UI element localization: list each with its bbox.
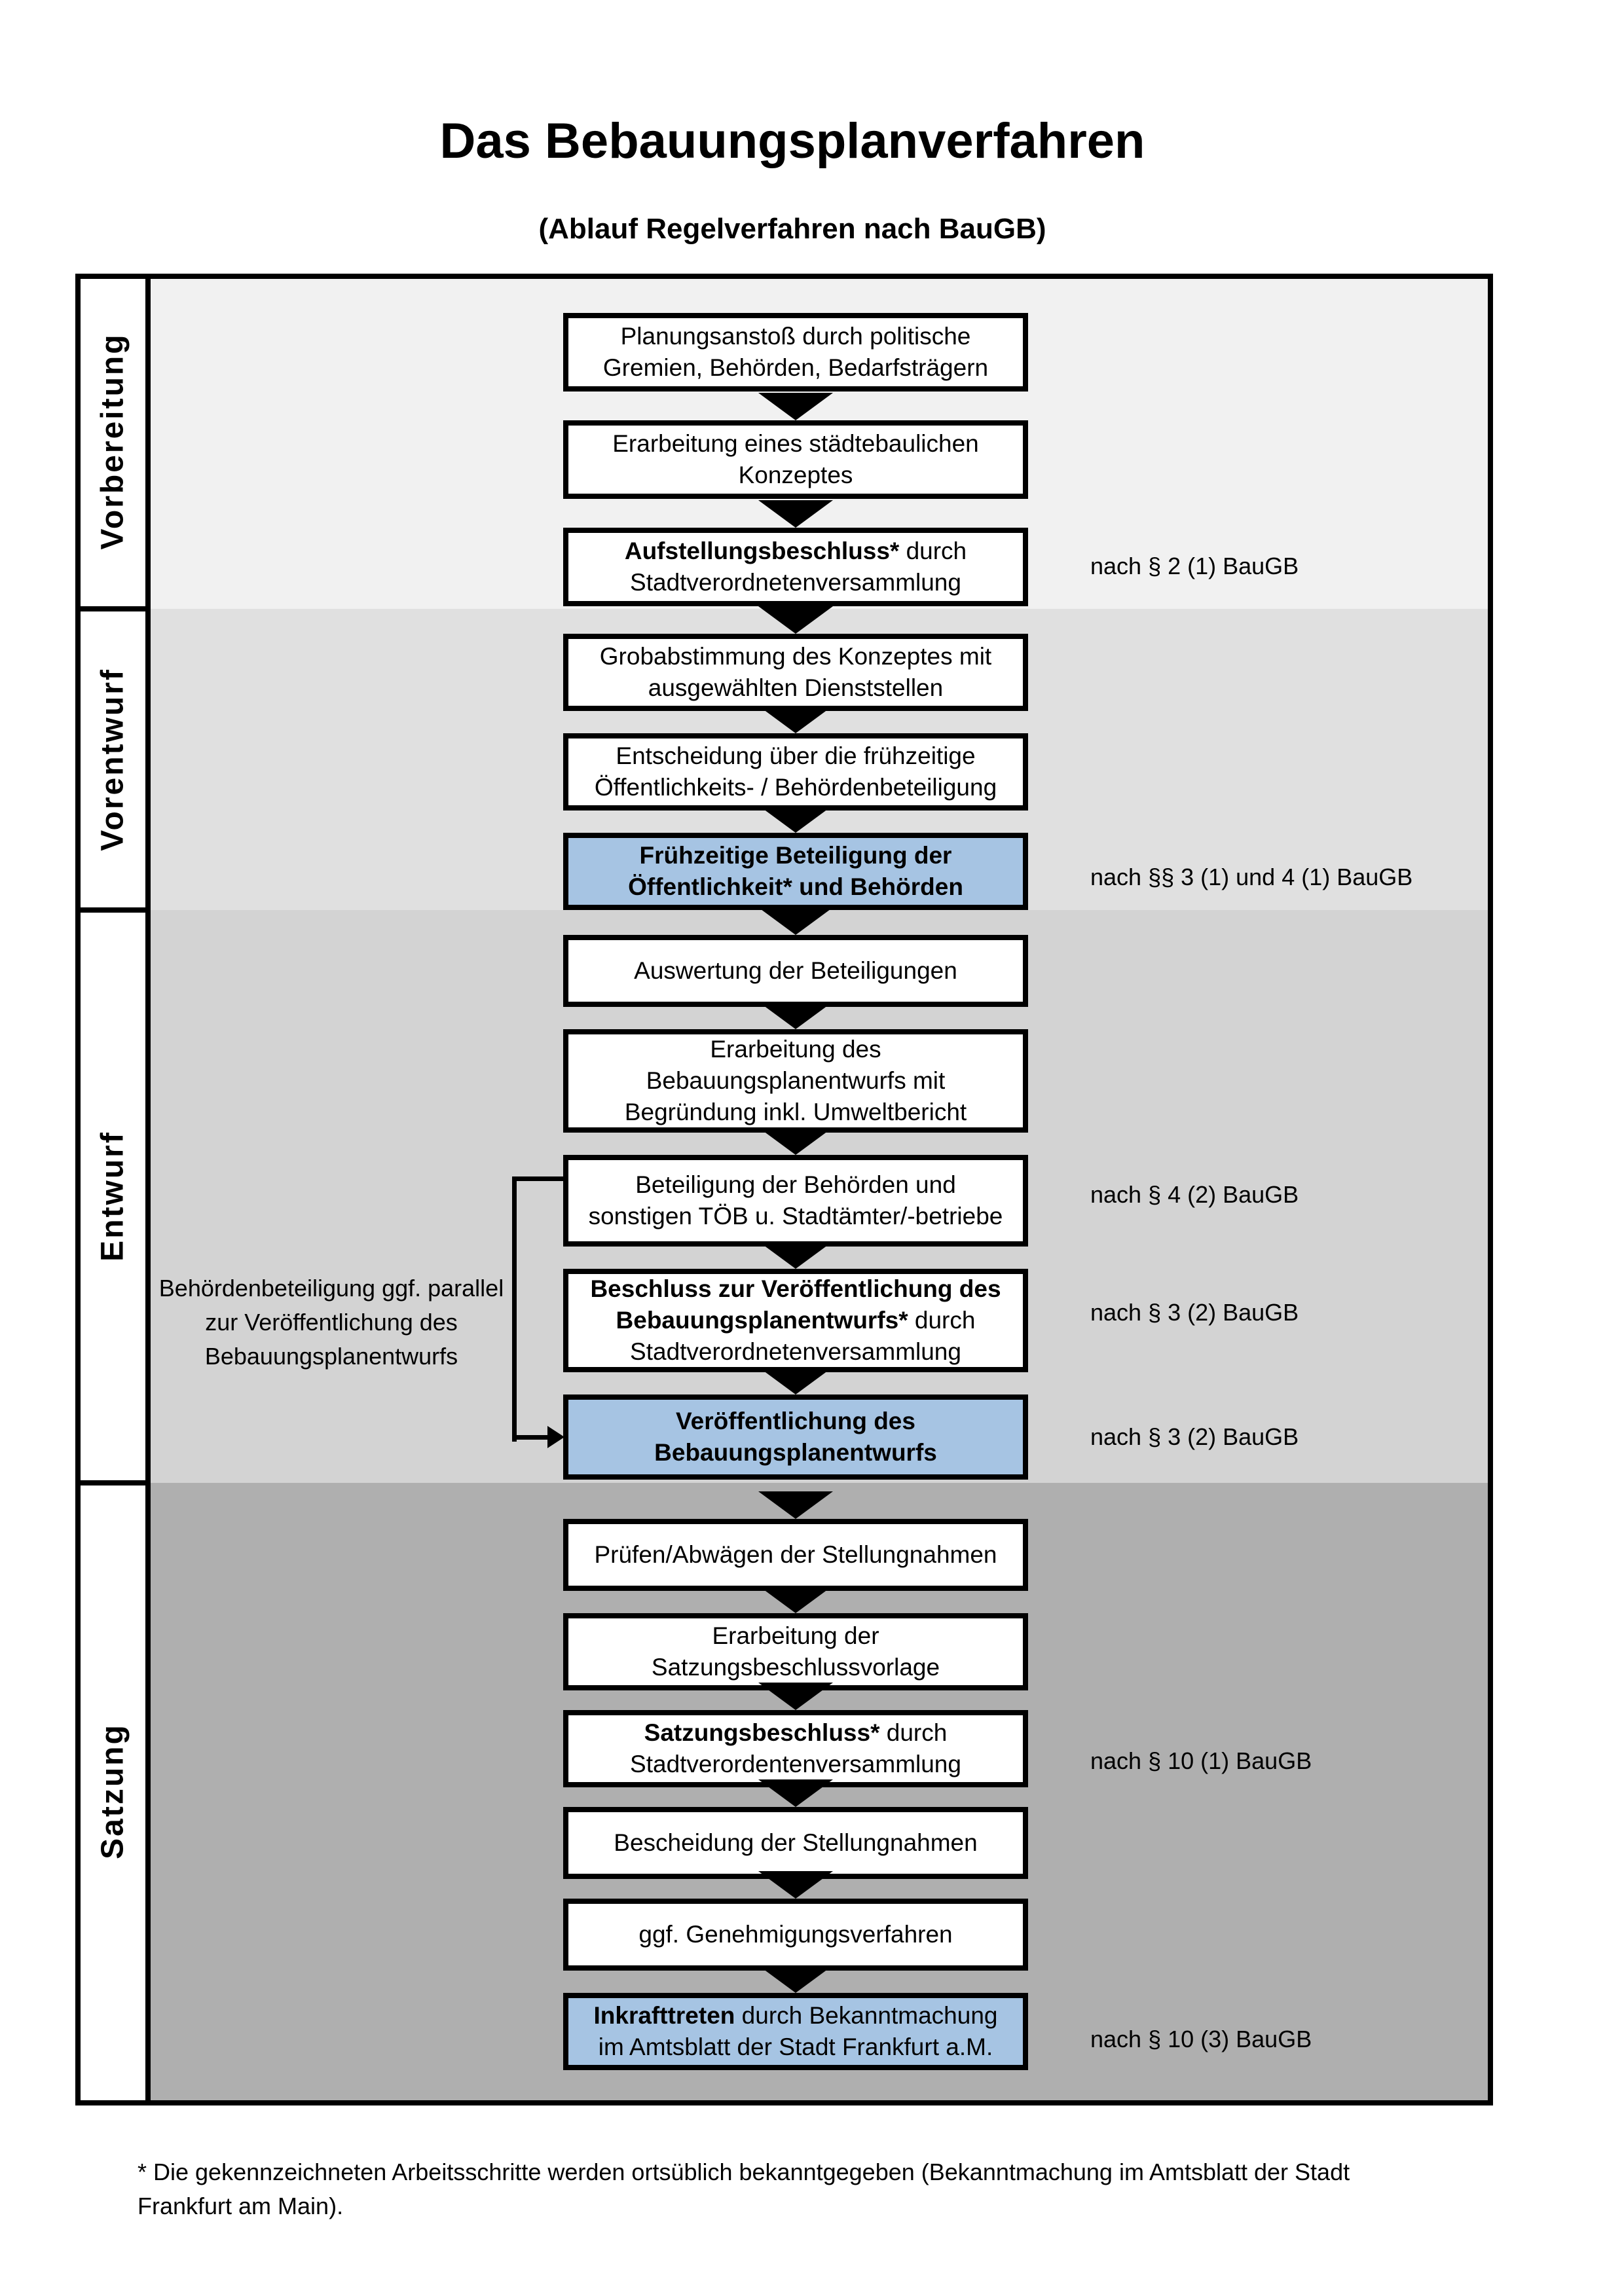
step-text: sonstigen TÖB u. Stadtämter/-betriebe [588,1203,1003,1230]
arrow-down-icon [758,1871,833,1899]
phase-column-separator [145,279,151,2100]
arrow-down-icon [758,1586,833,1613]
side-note-line: ggf. parallel zur [205,1275,504,1336]
step-text: ggf. Genehmigungsverfahren [638,1921,953,1948]
step-text: Beschluss zur Veröffentlichung des [568,1273,1023,1305]
step-pruefen-abwaegen: Prüfen/Abwägen der Stellungnahmen [563,1519,1028,1591]
step-text: Bescheidung der Stellungnahmen [614,1829,978,1856]
side-note-line: Bebauungsplanentwurfs [204,1343,458,1370]
page-title: Das Bebauungsplanverfahren [439,113,1145,169]
arrow-down-icon [758,1127,833,1155]
step-text: Satzungsbeschluss* durch [568,1717,1023,1749]
legal-ref: nach § 4 (2) BauGB [1090,1181,1299,1208]
arrow-down-icon [758,393,833,420]
arrow-down-icon [758,1367,833,1394]
step-text: Aufstellungsbeschluss* durch [568,536,1023,567]
step-text: Bebauungsplanentwurfs* durch [568,1305,1023,1336]
step-text: Erarbeitung der [712,1622,879,1649]
step-planungsanstoss: Planungsanstoß durch politische Gremien,… [563,313,1028,392]
arrow-down-icon [758,1241,833,1269]
phase-divider [81,1480,151,1485]
arrow-down-icon [758,1683,833,1710]
step-text: ausgewählten Dienststellen [648,674,944,701]
step-text: Stadtverordentenversammlung [630,1751,961,1777]
step-satzungsbeschluss: Satzungsbeschluss* durch Stadtverordente… [563,1710,1028,1787]
step-inkrafttreten: Inkrafttreten durch Bekanntmachung im Am… [563,1993,1028,2070]
step-text: Gremien, Behörden, Bedarfsträgern [602,354,989,381]
side-note-line: Behördenbeteiligung [158,1275,376,1302]
step-text-bold: Bebauungsplanentwurfs* [616,1307,908,1334]
step-text: im Amtsblatt der Stadt Frankfurt a.M. [598,2033,993,2060]
step-veroeffentlichung-entwurf: Veröffentlichung des Bebauungsplanentwur… [563,1394,1028,1480]
arrow-down-icon [758,1002,833,1029]
arrow-down-icon [758,606,833,634]
step-beschluss-veroeffentlichung: Beschluss zur Veröffentlichung des Bebau… [563,1269,1028,1372]
side-note-line: Veröffentlichung des [244,1309,458,1336]
phase-label-column [81,279,145,2100]
legal-ref: nach § 10 (3) BauGB [1090,2026,1312,2052]
step-genehmigungsverfahren: ggf. Genehmigungsverfahren [563,1899,1028,1971]
step-text: Bebauungsplanentwurfs mit [646,1067,946,1094]
step-text: Erarbeitung eines städtebaulichen [612,430,979,457]
step-bescheidung: Bescheidung der Stellungnahmen [563,1807,1028,1879]
step-text: Öffentlichkeits- / Behördenbeteiligung [594,774,997,801]
arrow-down-icon [758,1965,833,1993]
footnote-line: * Die gekennzeichneten Arbeitsschritte w… [138,2159,1350,2185]
legal-ref: nach § 3 (2) BauGB [1090,1299,1299,1326]
arrow-right-icon [547,1426,564,1448]
step-text-rest: durch [899,538,967,564]
connector-line [512,1176,517,1442]
step-text: Konzeptes [738,462,853,488]
side-note: Behördenbeteiligung ggf. parallel zur Ve… [151,1271,512,1374]
step-text: Frühzeitige Beteiligung der [639,842,952,869]
legal-ref: nach § 10 (1) BauGB [1090,1747,1312,1774]
step-text: Öffentlichkeit* und Behörden [628,873,963,900]
step-text-bold: Aufstellungsbeschluss* [624,538,900,564]
step-text: Grobabstimmung des Konzeptes mit [599,643,992,670]
step-aufstellungsbeschluss: Aufstellungsbeschluss* durch Stadtverord… [563,528,1028,606]
arrow-down-icon [758,500,833,528]
step-text: Bebauungsplanentwurfs [654,1439,937,1466]
diagram-frame [75,274,1493,2105]
step-text-rest: durch Bekanntmachung [735,2002,998,2029]
legal-ref: nach § 2 (1) BauGB [1090,553,1299,579]
footnote: * Die gekennzeichneten Arbeitsschritte w… [138,2155,1513,2223]
step-text: Stadtverordnetenversammlung [630,569,961,596]
step-text: Prüfen/Abwägen der Stellungnahmen [594,1541,997,1568]
step-text: Planungsanstoß durch politische [620,323,971,350]
step-behoerdenbeteiligung: Beteiligung der Behörden und sonstigen T… [563,1155,1028,1247]
step-text: Veröffentlichung des [676,1408,915,1434]
step-text: Satzungsbeschlussvorlage [651,1654,940,1681]
page-subtitle: (Ablauf Regelverfahren nach BauGB) [538,213,1046,245]
step-text: Erarbeitung des [710,1036,881,1063]
step-text: Auswertung der Beteiligungen [634,957,957,984]
connector-line [512,1435,549,1440]
phase-divider [81,606,151,611]
step-text: Beteiligung der Behörden und [635,1171,956,1198]
arrow-down-icon [758,907,833,935]
legal-ref: nach § 3 (2) BauGB [1090,1423,1299,1450]
footnote-line: Frankfurt am Main). [138,2193,344,2219]
step-entscheidung-beteiligung: Entscheidung über die frühzeitige Öffent… [563,733,1028,811]
step-text: Begründung inkl. Umweltbericht [624,1099,967,1125]
connector-line [512,1176,563,1181]
phase-divider [81,907,151,913]
step-text-bold: Inkrafttreten [593,2002,735,2029]
step-text: Entscheidung über die frühzeitige [616,742,976,769]
step-text-bold: Satzungsbeschluss* [644,1719,880,1746]
arrow-down-icon [758,805,833,833]
step-staedtebauliches-konzept: Erarbeitung eines städtebaulichen Konzep… [563,420,1028,499]
arrow-down-icon [758,1491,833,1519]
step-text: Inkrafttreten durch Bekanntmachung [568,2000,1023,2032]
legal-ref: nach §§ 3 (1) und 4 (1) BauGB [1090,864,1413,890]
step-text-rest: durch [908,1307,976,1334]
arrow-down-icon [758,706,833,733]
step-text-rest: durch [879,1719,948,1746]
step-text: Stadtverordnetenversammlung [630,1338,961,1365]
arrow-down-icon [758,1779,833,1807]
step-text-bold: Beschluss zur Veröffentlichung des [590,1275,1001,1302]
